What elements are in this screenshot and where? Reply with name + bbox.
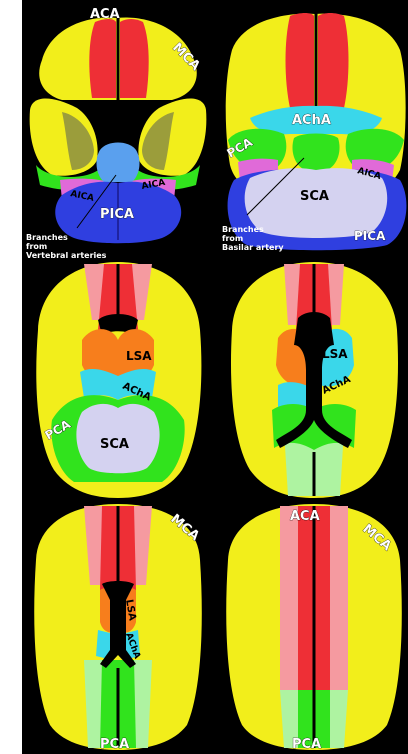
p2-aca-left-region xyxy=(286,13,315,108)
panel-5-brain-slice: MCA LSA AChA PCA xyxy=(34,504,202,752)
p6-pca-label: PCA xyxy=(292,737,321,752)
panel-1-brain-slice: ACA MCA AICA AICA PICA Branches from Ver… xyxy=(26,7,206,260)
p2-aca-right-region xyxy=(318,13,349,108)
p2-pca-center-region xyxy=(292,134,339,171)
p1-note-line-1: Branches xyxy=(26,233,68,242)
p5-pca-label: PCA xyxy=(100,737,129,752)
p3-lsa-label: LSA xyxy=(126,349,152,363)
p6-aca-label: ACA xyxy=(290,509,320,524)
p3-sca-label: SCA xyxy=(100,437,129,452)
panel-6-brain-slice: ACA MCA PCA xyxy=(226,504,402,752)
p1-note-line-2: from xyxy=(26,242,47,251)
p2-note-line-1: Branches xyxy=(222,225,264,234)
vascular-territory-diagram: ACA MCA AICA AICA PICA Branches from Ver… xyxy=(22,0,408,754)
p1-aca-left-region xyxy=(89,19,116,98)
p4-lsa-label: LSA xyxy=(322,347,348,361)
p1-vertebral-branches-region xyxy=(97,143,140,183)
p2-sca-label: SCA xyxy=(300,189,329,204)
panel-3-brain-slice: LSA AChA PCA SCA xyxy=(36,262,201,498)
panel-2-brain-slice: AChA PCA AICA SCA PICA Branches from Bas… xyxy=(222,12,406,252)
p1-aca-label: ACA xyxy=(90,7,120,22)
p2-note-line-2: from xyxy=(222,234,243,243)
p2-pica-label: PICA xyxy=(354,229,386,243)
p2-note-line-3: Basilar artery xyxy=(222,243,284,252)
p1-pica-label: PICA xyxy=(100,207,134,222)
figure-frame: ACA MCA AICA AICA PICA Branches from Ver… xyxy=(22,0,408,754)
panel-4-brain-slice: LSA AChA xyxy=(231,262,398,498)
p1-aca-right-region xyxy=(120,19,149,98)
p1-note-line-3: Vertebral arteries xyxy=(26,251,107,260)
p2-acha-label: AChA xyxy=(292,113,331,128)
